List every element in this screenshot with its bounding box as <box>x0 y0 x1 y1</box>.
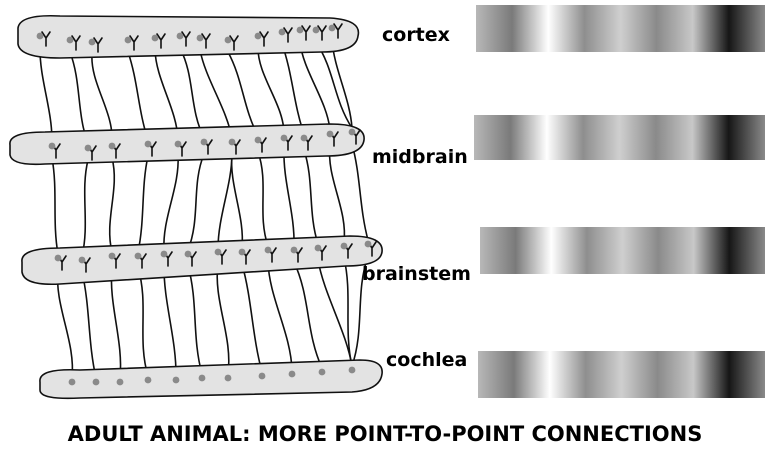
cortex-neuron-dot <box>225 37 232 44</box>
brainstem-neuron-dot <box>365 241 372 248</box>
figure-caption: ADULT ANIMAL: MORE POINT-TO-POINT CONNEC… <box>68 422 703 446</box>
midbrain-neuron-dot <box>201 139 208 146</box>
midbrain-neuron-dot <box>229 139 236 146</box>
cochlea-to-brainstem-axon <box>217 264 229 374</box>
brainstem-neuron-dot <box>341 243 348 250</box>
brainstem-neuron-dot <box>79 257 86 264</box>
midbrain-neuron-dot <box>85 145 92 152</box>
brainstem-neuron-dot <box>315 245 322 252</box>
cochlea-gradient-strip <box>478 351 765 398</box>
midbrain-neuron-dot <box>281 135 288 142</box>
cortex-neuron-dot <box>279 29 286 36</box>
cochlea-to-brainstem-axon <box>188 266 202 374</box>
layer-label-brainstem: brainstem <box>362 263 471 285</box>
cochlea-neuron-dot <box>69 379 76 386</box>
cortex-neuron-dot <box>177 33 184 40</box>
midbrain-to-cortex-axon <box>128 52 148 140</box>
cochlea-to-brainstem-axon <box>268 262 292 370</box>
brainstem-to-midbrain-axon <box>138 156 148 252</box>
midbrain-neuron-dot <box>349 129 356 136</box>
cochlea-neuron-dot <box>199 375 206 382</box>
brainstem-neuron-dot <box>185 251 192 258</box>
midbrain-neuron-dot <box>327 131 334 138</box>
axon-connections <box>40 40 368 378</box>
midbrain-neuron-dot <box>175 141 182 148</box>
cortex-neuron-dot <box>329 25 336 32</box>
brainstem-to-midbrain-axon <box>82 160 88 256</box>
cochlea-band <box>40 360 382 398</box>
brainstem-to-midbrain-axon <box>258 152 268 246</box>
midbrain-neuron-dot <box>255 137 262 144</box>
brainstem-to-midbrain-axon <box>330 146 345 242</box>
cochlea-neuron-dot <box>93 379 100 386</box>
cochlea-neuron-dot <box>289 371 296 378</box>
brainstem-to-midbrain-axon <box>164 156 178 250</box>
brainstem-to-midbrain-axon <box>188 154 204 250</box>
midbrain-to-cortex-axon <box>300 42 330 130</box>
cochlea-to-brainstem-axon <box>111 268 120 378</box>
brainstem-neuron-dot <box>135 253 142 260</box>
cochlea-to-brainstem-axon <box>82 272 96 378</box>
brainstem-band <box>22 236 382 284</box>
cortex-neuron-dot <box>313 27 320 34</box>
midbrain-neuron-dot <box>145 141 152 148</box>
midbrain-to-cortex-axon <box>180 48 204 138</box>
cochlea-neuron-dot <box>145 377 152 384</box>
cortex-gradient-strip <box>476 5 765 52</box>
brainstem-neuron-dot <box>291 247 298 254</box>
midbrain-to-cortex-axon <box>228 52 258 136</box>
brainstem-to-midbrain-axon <box>218 154 232 248</box>
midbrain-to-cortex-axon <box>155 50 178 140</box>
midbrain-to-cortex-axon <box>40 48 52 142</box>
cochlea-neuron-dot <box>173 377 180 384</box>
cochlea-to-brainstem-axon <box>242 264 262 372</box>
cortex-neuron-dot <box>125 37 132 44</box>
brainstem-neuron-dot <box>239 249 246 256</box>
cochlea-to-brainstem-axon <box>138 268 148 376</box>
cochlea-neuron-dot <box>259 373 266 380</box>
cortex-neuron-dot <box>197 35 204 42</box>
cochlea-to-brainstem-axon <box>294 262 322 368</box>
cortex-neuron-dot <box>255 33 262 40</box>
cortex-neuron-dot <box>89 39 96 46</box>
brainstem-neuron-dot <box>55 255 62 262</box>
cortex-neuron-dot <box>297 27 304 34</box>
brainstem-to-midbrain-axon <box>232 154 243 248</box>
neuron-cell-bodies <box>37 25 372 386</box>
midbrain-to-cortex-axon <box>282 44 304 134</box>
cochlea-to-brainstem-axon <box>164 266 176 376</box>
layer-label-cochlea: cochlea <box>386 349 467 371</box>
cochlea-neuron-dot <box>225 375 232 382</box>
midbrain-to-cortex-axon <box>92 54 112 142</box>
cochlea-neuron-dot <box>117 379 124 386</box>
midbrain-neuron-dot <box>109 143 116 150</box>
brainstem-neuron-dot <box>161 251 168 258</box>
cortex-neuron-dot <box>37 33 44 40</box>
brainstem-to-midbrain-axon <box>304 150 318 244</box>
brainstem-to-midbrain-axon <box>52 158 58 254</box>
midbrain-to-cortex-axon <box>200 50 232 138</box>
cochlea-neuron-dot <box>349 367 356 374</box>
cochlea-neuron-dot <box>319 369 326 376</box>
midbrain-to-cortex-axon <box>332 40 352 128</box>
brainstem-gradient-strip <box>480 227 765 274</box>
brainstem-to-midbrain-axon <box>110 158 115 252</box>
brainstem-neuron-dot <box>215 249 222 256</box>
brainstem-to-midbrain-axon <box>352 144 368 240</box>
cortex-neuron-dot <box>67 37 74 44</box>
midbrain-band <box>10 124 364 164</box>
midbrain-neuron-dot <box>49 143 56 150</box>
cochlea-to-brainstem-axon <box>58 270 73 378</box>
cortex-neuron-dot <box>152 35 159 42</box>
midbrain-neuron-dot <box>301 135 308 142</box>
brainstem-neuron-dot <box>109 253 116 260</box>
layer-label-cortex: cortex <box>382 24 450 46</box>
midbrain-to-cortex-axon <box>258 48 284 134</box>
layer-label-midbrain: midbrain <box>372 146 468 168</box>
brainstem-to-midbrain-axon <box>284 150 294 246</box>
brainstem-neuron-dot <box>265 247 272 254</box>
midbrain-gradient-strip <box>474 115 765 160</box>
